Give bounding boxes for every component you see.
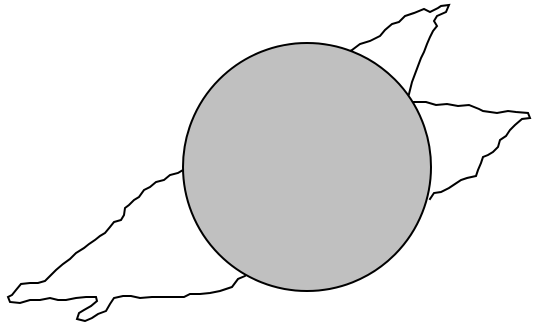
central-disk bbox=[183, 43, 431, 291]
